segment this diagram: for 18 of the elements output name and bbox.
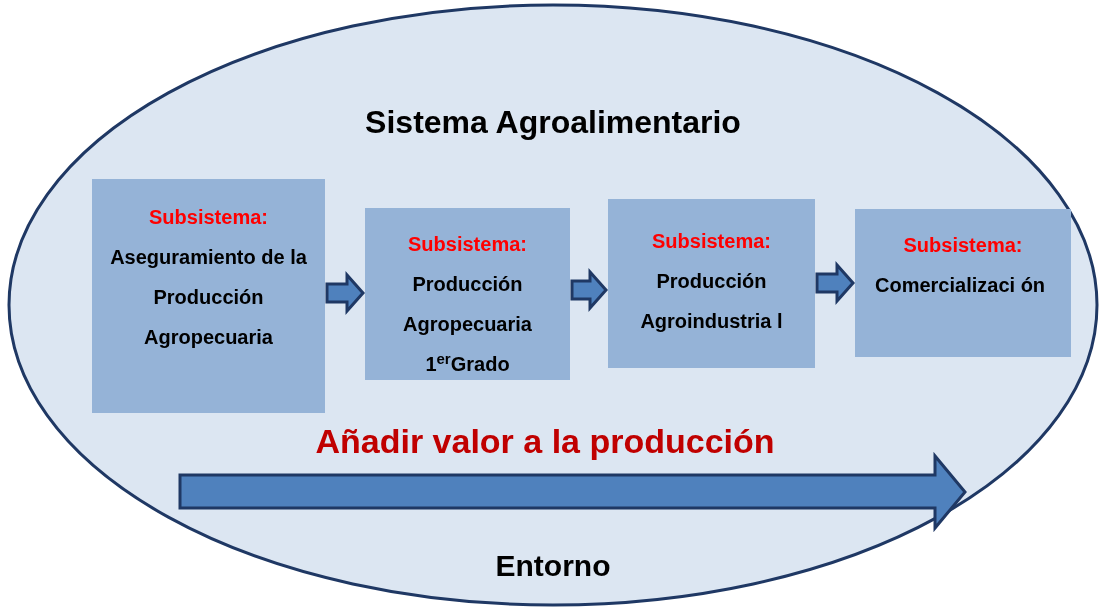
block-arrow xyxy=(570,268,608,312)
subsystem-box xyxy=(92,179,325,413)
value-added-label: Añadir valor a la producción xyxy=(314,424,776,458)
diagram-title: Sistema Agroalimentario xyxy=(364,106,742,138)
subsystem-heading: Subsistema: xyxy=(148,205,269,230)
subsystem-box xyxy=(855,209,1071,357)
block-arrow xyxy=(325,271,365,315)
subsystem-heading: Subsistema: xyxy=(407,232,528,257)
subsystem-name: Producción Agroindustria l xyxy=(639,269,784,334)
subsystem-box xyxy=(365,208,570,380)
subsystem-box xyxy=(608,199,815,368)
subsystem-name: Comercializaci ón xyxy=(874,273,1047,298)
subsystem-heading: Subsistema: xyxy=(902,233,1024,258)
block-arrow xyxy=(815,261,855,305)
environment-label: Entorno xyxy=(494,551,612,581)
subsystem-heading: Subsistema: xyxy=(651,229,772,254)
subsystem-name: Producción Agropecuaria 1$^{er}$Grado xyxy=(402,272,533,377)
subsystem-name: Aseguramiento de la Producción Agropecuaria xyxy=(109,245,308,350)
